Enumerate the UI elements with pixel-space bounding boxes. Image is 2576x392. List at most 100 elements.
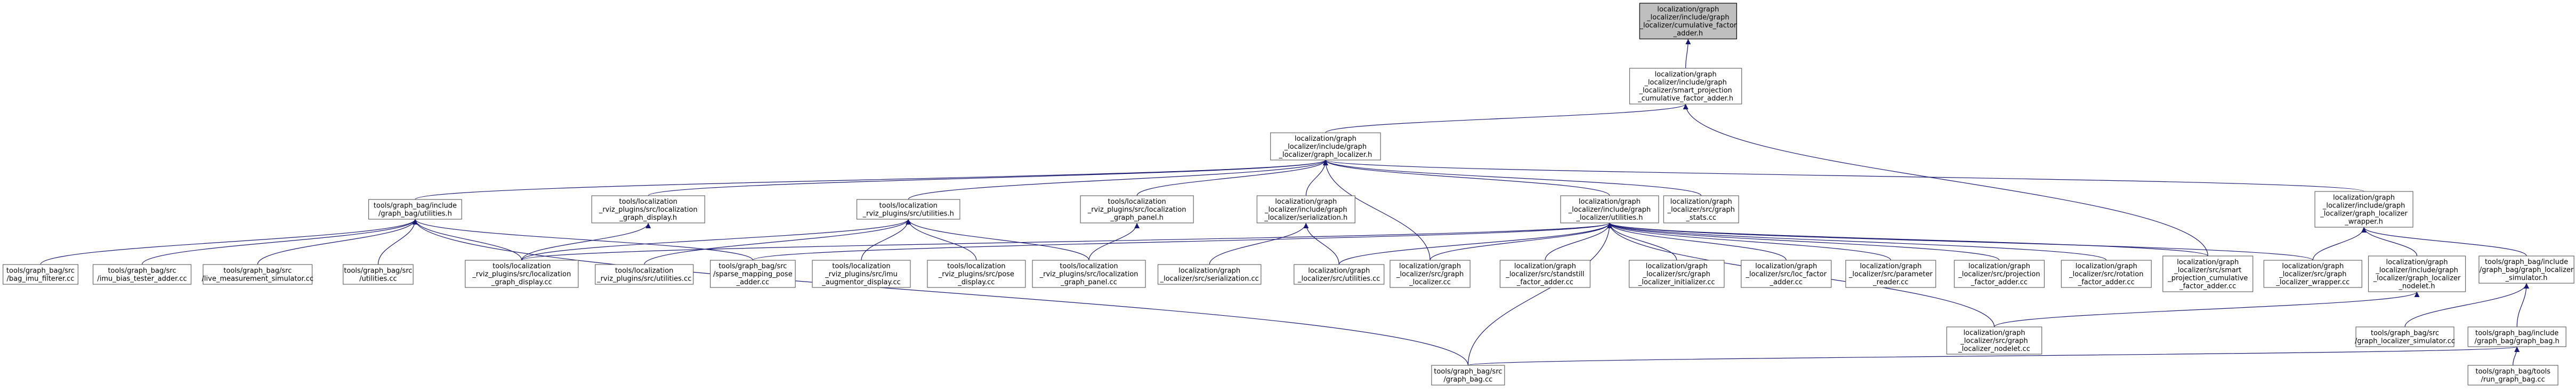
dependency-edge [1305, 159, 1328, 196]
graph-node-run-graph-bag-cc[interactable]: tools/graph_bag/tools/run_graph_bag.cc [2467, 365, 2558, 386]
node-box [1256, 195, 1355, 223]
dependency-edge [2404, 283, 2530, 327]
graph-node-gl-utilities-h[interactable]: localization/graph_localizer/include/gra… [1560, 195, 1659, 223]
graph-node-rviz-utilities-cc[interactable]: tools/localization_rviz_plugins/src/util… [595, 264, 694, 285]
graph-node-wrapper-h[interactable]: localization/graph_localizer/include/gra… [2314, 191, 2413, 228]
node-label-line: _localizer/src/smart [2174, 267, 2241, 275]
graph-node-gl-utilities-cc[interactable]: localization/graph_localizer/src/utiliti… [1294, 264, 1385, 285]
dependency-edge [1607, 222, 2208, 257]
node-label-line: tools/localization [619, 198, 677, 206]
graph-node-standstill-factor-adder-cc[interactable]: localization/graph_localizer/src/standst… [1499, 260, 1590, 288]
node-label-line: /graph_bag/utilities.h [378, 210, 452, 218]
node-label-line: _reader.cc [1872, 278, 1908, 286]
graph-node-graph-bag-utilities-h[interactable]: tools/graph_bag/include/graph_bag/utilit… [368, 199, 462, 220]
node-box [368, 199, 462, 220]
graph-node-localizer-simulator-cc[interactable]: tools/graph_bag/src/graph_localizer_simu… [2355, 326, 2455, 347]
graph-node-serialization-h[interactable]: localization/graph_localizer/include/gra… [1256, 195, 1355, 223]
graph-node-parameter-reader-cc[interactable]: localization/graph_localizer/src/paramet… [1845, 260, 1936, 288]
graph-node-imu-bias-tester-adder-cc[interactable]: tools/graph_bag/src/imu_bias_tester_adde… [92, 264, 192, 285]
node-box [709, 260, 796, 288]
node-label-line: _localizer/src/parameter [1848, 270, 1933, 278]
graph-node-localizer-simulator-h[interactable]: tools/graph_bag/include/graph_bag/graph_… [2478, 255, 2574, 284]
dependency-edge [412, 219, 522, 261]
dependency-edge [1303, 222, 1339, 265]
node-label-line: localization/graph [1308, 267, 1370, 275]
graph-node-cumulative-factor-adder-h[interactable]: localization/graph_localizer/include/gra… [1639, 3, 1737, 39]
dependency-edge [1467, 222, 1612, 366]
graph-node-wrapper-cc[interactable]: localization/graph_localizer/src/graph_l… [2263, 260, 2362, 288]
node-label-line: _graph_display.h [619, 214, 677, 222]
node-label-line: _factor_adder.cc [2179, 283, 2236, 291]
dependency-edge [521, 222, 1612, 261]
node-label-line: localization/graph [2076, 262, 2137, 270]
node-label-line: _wrapper.h [2344, 218, 2383, 226]
node-label-line: localization/graph [1657, 6, 1719, 14]
graph-node-graph-bag-h[interactable]: tools/graph_bag/include/graph_bag/graph_… [2467, 326, 2566, 347]
node-label-line: /bag_imu_filterer.cc [7, 275, 75, 283]
graph-node-rviz-graph-display-h[interactable]: tools/localization_rviz_plugins/src/loca… [591, 195, 705, 223]
node-label-line: tools/localization [615, 267, 673, 275]
node-label-line: _simulator.h [2505, 274, 2548, 282]
node-label-line: _rviz_plugins/src/localization [1087, 206, 1186, 214]
graph-node-rotation-factor-adder-cc[interactable]: localization/graph_localizer/src/rotatio… [2061, 260, 2152, 288]
graph-node-graph-bag-utilities-cc[interactable]: tools/graph_bag/src/utilities.cc [343, 264, 414, 285]
node-label-line: localization/graph [1964, 329, 2025, 337]
node-label-line: tools/graph_bag/include [2475, 330, 2558, 338]
node-box [1560, 195, 1659, 223]
graph-node-smart-projection-adder-cc[interactable]: localization/graph_localizer/src/smart_p… [2162, 255, 2254, 292]
node-label-line: _localizer/serialization.h [1264, 214, 1347, 222]
graph-node-live-measurement-simulator-cc[interactable]: tools/graph_bag/src/live_measurement_sim… [202, 264, 314, 285]
graph-node-graph-bag-cc[interactable]: tools/graph_bag/src/graph_bag.cc [1431, 365, 1505, 386]
node-label-line: _factor_adder.cc [1971, 278, 2028, 286]
node-label-line: _localizer/graph_localizer [2320, 210, 2408, 218]
graph-node-projection-factor-adder-cc[interactable]: localization/graph_localizer/src/project… [1953, 260, 2045, 288]
node-label-line: /live_measurement_simulator.cc [202, 275, 314, 283]
graph-node-loc-factor-adder-cc[interactable]: localization/graph_localizer/src/loc_fac… [1741, 260, 1832, 288]
graph-node-nodelet-cc[interactable]: localization/graph_localizer/src/graph_l… [1946, 326, 2042, 355]
graph-node-rviz-graph-panel-cc[interactable]: tools/localization_rviz_plugins/src/loca… [1032, 260, 1146, 288]
graph-node-graph-localizer-h[interactable]: localization/graph_localizer/include/gra… [1270, 132, 1381, 161]
node-label-line: localization/graph [1295, 135, 1356, 143]
node-label-line: tools/localization [1060, 262, 1118, 270]
node-label-line: _localizer/src/graph [1642, 270, 1710, 278]
graph-node-imu-augmentor-display-cc[interactable]: tools/localization_rviz_plugins/src/imu_… [812, 260, 911, 288]
graph-node-graph-localizer-cc[interactable]: localization/graph_localizer/src/graph_l… [1390, 260, 1471, 288]
dependency-edge [1685, 38, 1691, 69]
dependency-edge [648, 159, 1328, 196]
graph-node-serialization-cc[interactable]: localization/graph_localizer/src/seriali… [1157, 264, 1262, 285]
node-label-line: /graph_bag.cc [1443, 376, 1492, 384]
node-label-line: /graph_localizer_simulator.cc [2355, 338, 2455, 346]
node-box [591, 195, 705, 223]
node-box [927, 260, 1026, 288]
node-label-line: _rviz_plugins/src/pose [938, 270, 1014, 278]
edges-layer [40, 38, 2530, 366]
node-label-line: _localizer/src/serialization.cc [1159, 275, 1258, 283]
node-box [1639, 3, 1737, 39]
node-label-line: _rviz_plugins/src/localization [1039, 270, 1138, 278]
node-label-line: localization/graph [1399, 262, 1461, 270]
dependency-edge [1607, 222, 1891, 261]
node-label-line: tools/graph_bag/tools [2475, 368, 2550, 376]
node-label-line: localization/graph [1178, 267, 1240, 275]
graph-node-rviz-utilities-h[interactable]: tools/localization_rviz_plugins/src/util… [856, 199, 960, 220]
dependency-edge [1338, 222, 1612, 265]
node-box [2263, 260, 2362, 288]
node-label-line: _localizer_wrapper.cc [2275, 278, 2349, 286]
node-box [1294, 264, 1385, 285]
node-label-line: tools/graph_bag/src [6, 267, 75, 275]
node-box [2467, 365, 2558, 386]
graph-node-pose-display-cc[interactable]: tools/localization_rviz_plugins/src/pose… [927, 260, 1026, 288]
graph-node-nodelet-h[interactable]: localization/graph_localizer/include/gra… [2368, 255, 2466, 292]
graph-node-sparse-mapping-pose-adder-cc[interactable]: tools/graph_bag/src/sparse_mapping_pose_… [709, 260, 796, 288]
graph-node-initializer-cc[interactable]: localization/graph_localizer/src/graph_l… [1628, 260, 1725, 288]
dependency-edge [906, 219, 1089, 261]
node-label-line: _adder.cc [736, 278, 770, 286]
graph-node-rviz-graph-panel-h[interactable]: tools/localization_rviz_plugins/src/loca… [1080, 195, 1194, 223]
node-label-line: tools/graph_bag/include [374, 202, 457, 210]
graph-node-rviz-graph-display-cc[interactable]: tools/localization_rviz_plugins/src/loca… [465, 260, 579, 288]
node-label-line: /graph_bag/graph_localizer [2480, 266, 2574, 274]
graph-node-stats-cc[interactable]: localization/graph_localizer/src/graph_s… [1663, 195, 1739, 223]
graph-node-bag-imu-filterer-cc[interactable]: tools/graph_bag/src/bag_imu_filterer.cc [3, 264, 78, 285]
graph-node-smart-projection-adder-h[interactable]: localization/graph_localizer/include/gra… [1629, 68, 1742, 105]
node-label-line: _localizer/src/graph [1667, 206, 1734, 214]
